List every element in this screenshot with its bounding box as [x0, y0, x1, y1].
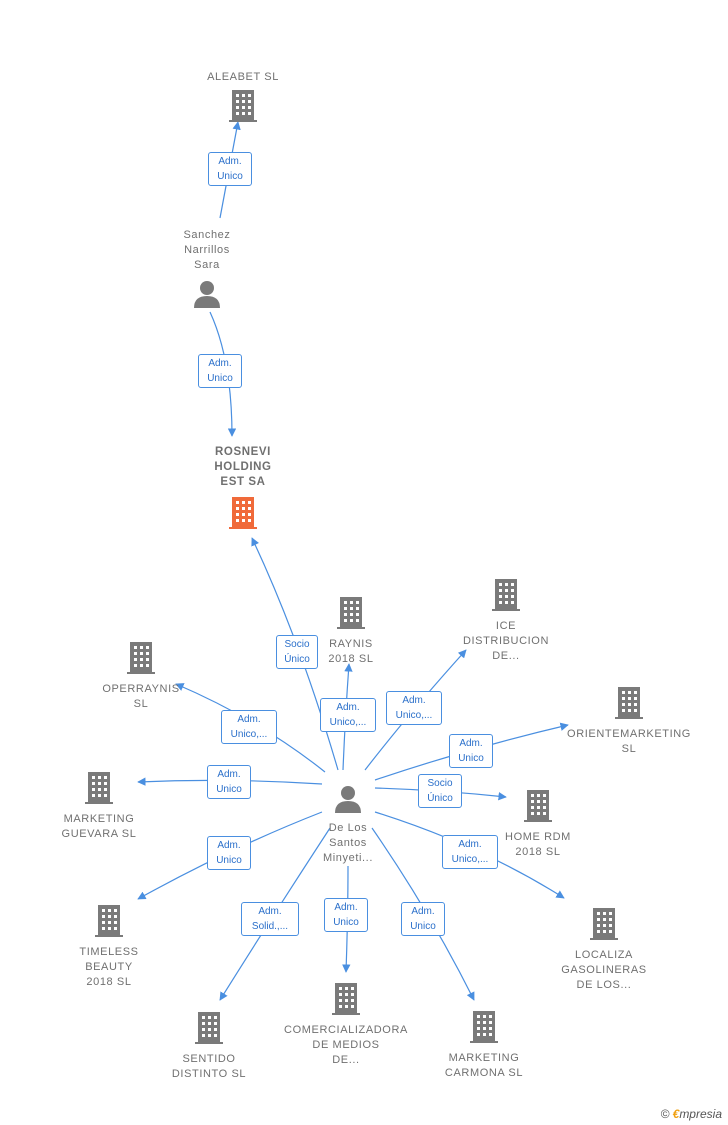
edge-label-delossantos-to-ice[interactable]: Adm. Unico,...: [386, 691, 442, 725]
edge-label-delossantos-to-sentido[interactable]: Adm. Solid.,...: [241, 902, 299, 936]
edge-label-delossantos-to-timeless[interactable]: Adm. Unico: [207, 836, 251, 870]
node-label: RAYNIS 2018 SL: [328, 638, 374, 665]
node-aleabet[interactable]: ALEABET SL: [168, 70, 318, 128]
node-sentido[interactable]: SENTIDO DISTINTO SL: [134, 1011, 284, 1082]
node-label: HOME RDM 2018 SL: [505, 831, 571, 858]
building-icon: [66, 641, 216, 680]
node-label: ICE DISTRIBUCION DE...: [462, 620, 550, 662]
node-rosnevi[interactable]: ROSNEVI HOLDING EST SA: [168, 445, 318, 535]
node-localiza[interactable]: LOCALIZA GASOLINERAS DE LOS...: [529, 907, 679, 993]
edge-label-delossantos-to-comercializadora[interactable]: Adm. Unico: [324, 898, 368, 932]
node-label: LOCALIZA GASOLINERAS DE LOS...: [561, 949, 647, 991]
building-icon: [24, 771, 174, 810]
edge-label-delossantos-to-guevara[interactable]: Adm. Unico: [207, 765, 251, 799]
edge-label-delossantos-to-orientemarketing[interactable]: Adm. Unico: [449, 734, 493, 768]
node-raynis[interactable]: RAYNIS 2018 SL: [276, 596, 426, 667]
edge-label-delossantos-to-raynis[interactable]: Adm. Unico,...: [320, 698, 376, 732]
building-icon: [271, 982, 421, 1021]
edge-label-delossantos-to-localiza[interactable]: Adm. Unico,...: [442, 835, 498, 869]
node-label: TIMELESS BEAUTY 2018 SL: [79, 946, 139, 988]
building-icon: [463, 789, 613, 828]
node-operraynis[interactable]: OPERRAYNIS SL: [66, 641, 216, 712]
node-label: COMERCIALIZADORA DE MEDIOS DE...: [284, 1024, 408, 1066]
node-label: SENTIDO DISTINTO SL: [171, 1053, 247, 1080]
building-icon: [276, 596, 426, 635]
edge-label-delossantos-to-carmona[interactable]: Adm. Unico: [401, 902, 445, 936]
empresia-logo: ©€mpresia: [660, 1107, 722, 1121]
node-delossantos[interactable]: De Los Santos Minyeti...: [273, 784, 423, 866]
node-homerdm[interactable]: HOME RDM 2018 SL: [463, 789, 613, 860]
building-icon: [431, 578, 581, 617]
person-icon: [132, 279, 282, 314]
node-label: Sanchez Narrillos Sara: [183, 229, 231, 271]
building-icon: [409, 1010, 559, 1049]
edge-label-sanchez-to-rosnevi[interactable]: Adm. Unico: [198, 354, 242, 388]
node-label: OPERRAYNIS SL: [102, 683, 180, 710]
person-icon: [273, 784, 423, 819]
building-icon: [134, 1011, 284, 1050]
node-sanchez[interactable]: Sanchez Narrillos Sara: [132, 228, 282, 314]
edge-label-sanchez-to-aleabet[interactable]: Adm. Unico: [208, 152, 252, 186]
edge-label-delossantos-to-rosnevi[interactable]: Socio Único: [276, 635, 318, 669]
node-comercializadora[interactable]: COMERCIALIZADORA DE MEDIOS DE...: [271, 982, 421, 1068]
node-label: De Los Santos Minyeti...: [322, 822, 373, 864]
building-icon: [168, 89, 318, 128]
node-guevara[interactable]: MARKETING GUEVARA SL: [24, 771, 174, 842]
node-timeless[interactable]: TIMELESS BEAUTY 2018 SL: [34, 904, 184, 990]
edge-label-delossantos-to-homerdm[interactable]: Socio Único: [418, 774, 462, 808]
building-icon: [529, 907, 679, 946]
node-label: ALEABET SL: [207, 71, 279, 83]
node-label: ROSNEVI HOLDING EST SA: [214, 446, 272, 488]
node-orientemarketing[interactable]: ORIENTEMARKETING SL: [554, 686, 704, 757]
building-icon: [34, 904, 184, 943]
node-ice[interactable]: ICE DISTRIBUCION DE...: [431, 578, 581, 664]
edge-label-delossantos-to-operraynis[interactable]: Adm. Unico,...: [221, 710, 277, 744]
node-carmona[interactable]: MARKETING CARMONA SL: [409, 1010, 559, 1081]
building-icon: [554, 686, 704, 725]
building-icon: [168, 496, 318, 535]
node-label: ORIENTEMARKETING SL: [567, 728, 691, 755]
node-label: MARKETING GUEVARA SL: [61, 813, 137, 840]
node-label: MARKETING CARMONA SL: [444, 1052, 524, 1079]
